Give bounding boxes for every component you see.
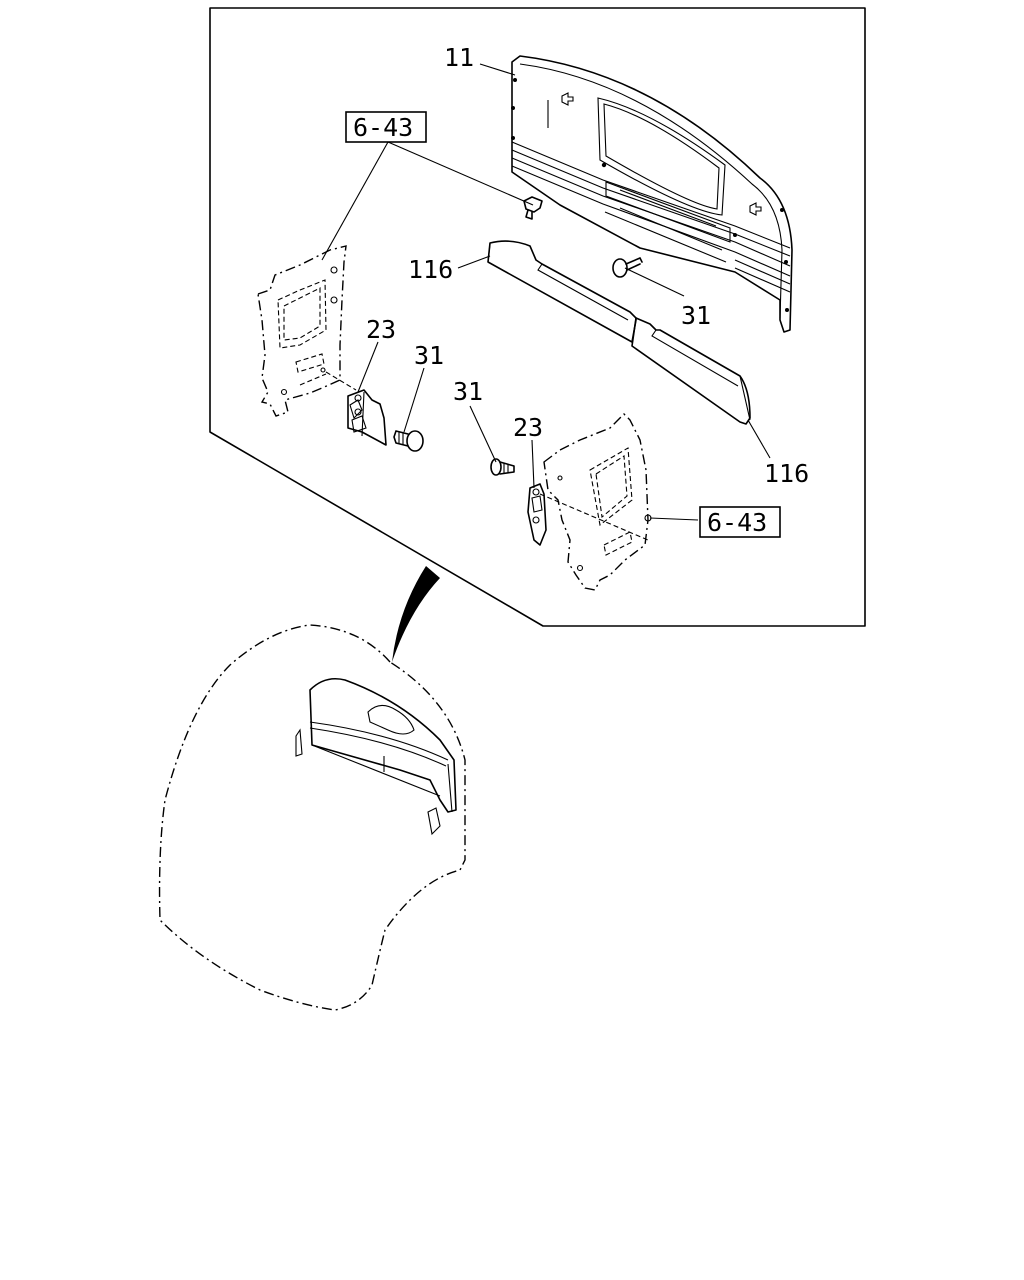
label-part-23-left: 23 xyxy=(366,315,396,344)
labels: 11 6-43 116 31 23 31 31 23 116 6-43 xyxy=(345,43,809,538)
right-pillar-trim xyxy=(543,413,652,591)
left-pillar-trim xyxy=(257,245,347,417)
label-ref-6-43-top: 6-43 xyxy=(353,113,413,142)
label-part-31-center: 31 xyxy=(453,377,483,406)
detail-pointer-wedge xyxy=(392,566,440,662)
label-part-116-left: 116 xyxy=(408,255,453,284)
clip-fastener-top xyxy=(523,196,543,220)
label-part-31-right: 31 xyxy=(681,301,711,330)
trim-strip-part-116 xyxy=(487,240,751,425)
ref-box-bottom xyxy=(699,506,781,538)
cab-back-panel xyxy=(295,677,457,836)
leader-lines xyxy=(321,63,771,541)
back-panel-part-11 xyxy=(511,55,793,333)
label-part-31-left: 31 xyxy=(414,341,444,370)
screw-part-31-left xyxy=(393,430,424,452)
bracket-part-23-center xyxy=(527,483,547,546)
detail-frame xyxy=(209,7,866,627)
ref-box-top xyxy=(345,111,427,143)
label-part-11: 11 xyxy=(444,43,474,72)
cab-outline xyxy=(158,624,466,1011)
screw-part-31-right xyxy=(612,257,643,278)
label-ref-6-43-bottom: 6-43 xyxy=(707,508,767,537)
label-part-116-right: 116 xyxy=(764,459,809,488)
screw-part-31-center xyxy=(490,458,515,476)
bracket-part-23-left xyxy=(347,389,387,446)
label-part-23-center: 23 xyxy=(513,413,543,442)
